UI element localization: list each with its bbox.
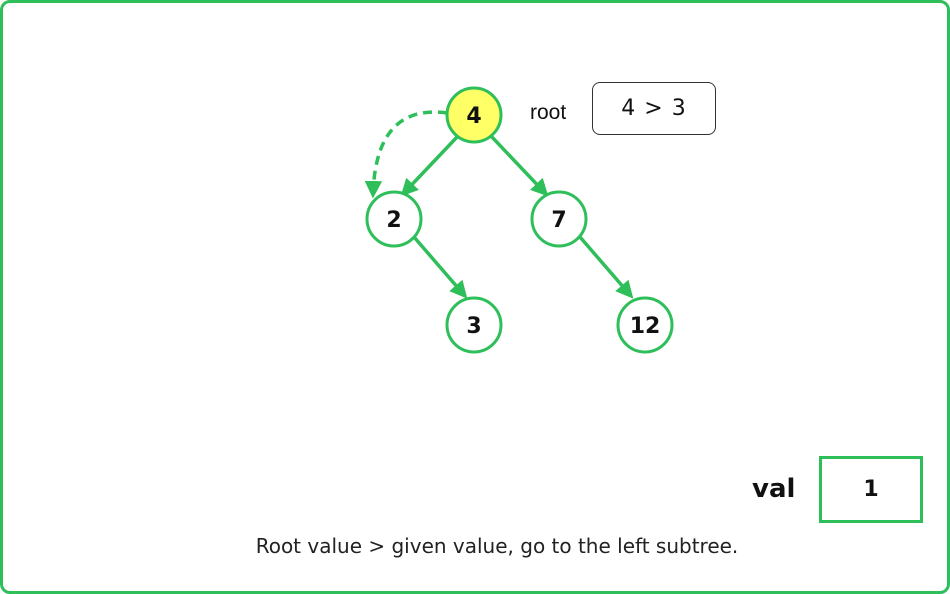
node-circle <box>365 190 423 248</box>
node-circle <box>616 296 674 354</box>
node-circle <box>445 296 503 354</box>
tree-node-4: 4 <box>445 86 503 144</box>
node-value: 7 <box>551 208 566 233</box>
edge-4-to-7 <box>489 134 549 197</box>
traversal-arrow <box>364 110 448 199</box>
edge-7-to-12 <box>578 235 634 299</box>
tree-node-2: 2 <box>365 190 423 248</box>
node-value: 2 <box>386 208 401 233</box>
val-value: 1 <box>863 477 879 502</box>
node-circle <box>445 86 503 144</box>
comparison-text: 4 > 3 <box>621 96 687 121</box>
node-value: 3 <box>466 314 481 339</box>
edge-4-to-2 <box>400 134 460 197</box>
tree-node-7: 7 <box>530 190 588 248</box>
tree-node-12: 12 <box>616 296 674 354</box>
comparison-box: 4 > 3 <box>592 82 716 135</box>
caption: Root value > given value, go to the left… <box>255 534 739 558</box>
tree-node-3: 3 <box>445 296 503 354</box>
node-value: 12 <box>630 314 661 339</box>
edge-2-to-3 <box>412 235 468 299</box>
root-label: root <box>530 101 566 124</box>
node-circle <box>530 190 588 248</box>
val-box: 1 <box>819 456 923 523</box>
val-label: val <box>752 474 796 504</box>
node-value: 4 <box>466 104 481 129</box>
